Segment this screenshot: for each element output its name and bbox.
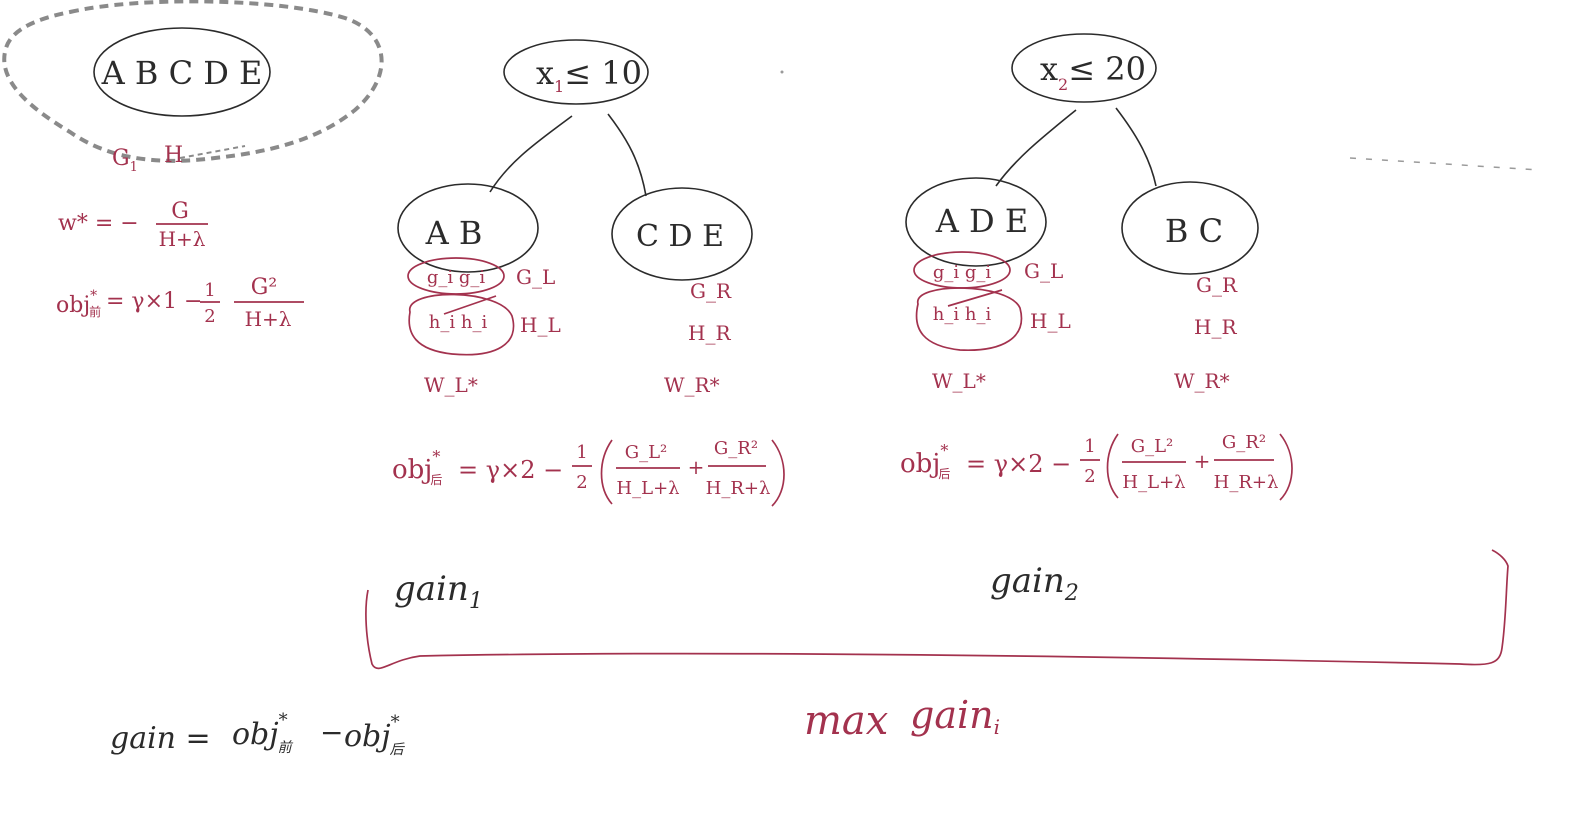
- tree2-plus: +: [1194, 449, 1211, 473]
- tree1-frac2-den: H_R+λ: [706, 478, 771, 499]
- tree2-frac2-num: G_R²: [1222, 432, 1266, 453]
- tree1-split-node-ellipse: [503, 39, 649, 105]
- tree1-h-group-outline: [408, 293, 515, 356]
- tree2-frac1-num: G_L²: [1131, 436, 1174, 457]
- tree1-frac1-num: G_L²: [625, 442, 668, 463]
- tree1-left-node-label: A B: [425, 214, 483, 252]
- obj-root-half-num: 1: [204, 280, 215, 301]
- tree2-right-node-label: B C: [1165, 212, 1223, 250]
- tree2-half-den: 2: [1084, 466, 1095, 487]
- tree2-frac2-den: H_R+λ: [1214, 472, 1279, 493]
- dashed-highlight-outline: [2, 0, 384, 163]
- tree1-GL: G_L: [516, 265, 555, 289]
- tree1-right-node-label: C D E: [636, 219, 724, 254]
- tree1-wR: W_R*: [664, 373, 720, 397]
- gain-formula-minus: −: [320, 716, 343, 749]
- tree2-obj-eq: = γ×2 −: [966, 450, 1071, 478]
- tree2-GR: G_R: [1196, 273, 1238, 297]
- tree2-left-node-label: A D E: [935, 202, 1028, 240]
- faint-dotted-arrow: [1349, 157, 1541, 171]
- tree2-h-row: h_i h_i: [933, 304, 992, 325]
- tree1-obj-eq: = γ×2 −: [458, 456, 563, 484]
- tree2-left-node-ellipse: [905, 177, 1047, 267]
- bottom-section: gain = obj*前 − obj*后 max gaini: [110, 693, 1000, 758]
- tree2-g-row: g_i g_i: [933, 262, 992, 283]
- tree2-open-paren: [1106, 433, 1119, 499]
- root-panel: A B C D E G1 H w* = − G H+λ obj*前 = γ×1 …: [2, 0, 384, 331]
- tree2-right-node-ellipse: [1121, 181, 1259, 275]
- w-star-denominator: H+λ: [159, 227, 206, 251]
- tree2-GL: G_L: [1024, 259, 1063, 283]
- tree1-cross-line: [443, 295, 497, 315]
- tree1-frac2-num: G_R²: [714, 438, 758, 459]
- root-node-label: A B C D E: [101, 54, 263, 92]
- tree1-wL: W_L*: [424, 373, 478, 397]
- dashed-pointer-line: [179, 145, 246, 159]
- tree2-HR: H_R: [1194, 315, 1237, 339]
- tree2-cross-line: [947, 289, 1003, 307]
- obj-root-denominator: H+λ: [245, 307, 292, 331]
- tree1-g-row: g_i g_i: [427, 267, 486, 288]
- tree2-split-node-ellipse: [1011, 33, 1157, 103]
- stray-dot: [780, 70, 784, 74]
- tree1-gain-label: gain1: [394, 569, 483, 614]
- tree1-obj-lhs: obj*后: [392, 447, 442, 487]
- tree1-left-edge: [489, 115, 573, 193]
- tree1-HR: H_R: [688, 321, 731, 345]
- tree1-frac1-den: H_L+λ: [616, 478, 679, 499]
- tree2-h-group-outline: [915, 287, 1023, 351]
- gain-bracket: [365, 549, 1509, 670]
- tree2-HL: H_L: [1030, 309, 1071, 333]
- tree2-right-edge: [1115, 107, 1157, 187]
- gain-formula-lhs: gain =: [110, 721, 211, 756]
- gain-formula-obj2: obj*后: [344, 712, 406, 758]
- tree1-half-den: 2: [576, 472, 587, 493]
- obj-root-eq: = γ×1 −: [106, 289, 202, 314]
- tree2-close-paren: [1279, 433, 1293, 501]
- tree2-half-num: 1: [1084, 436, 1095, 457]
- max-gain-label: gaini: [910, 693, 1000, 739]
- tree1-plus: +: [688, 455, 705, 479]
- tree1-HL: H_L: [520, 313, 561, 337]
- tree-1: x1≤ 10 A B C D E g_i g_i h_i h_i G_L H_L…: [392, 39, 785, 614]
- tree1-half-num: 1: [576, 442, 587, 463]
- tree-2: x2≤ 20 A D E B C g_i g_i h_i h_i G_L H_L…: [900, 33, 1293, 606]
- tree2-wL: W_L*: [932, 369, 986, 393]
- tree1-split-label: x1≤ 10: [536, 54, 642, 96]
- tree2-wR: W_R*: [1174, 369, 1230, 393]
- w-star-numerator: G: [171, 199, 189, 224]
- obj-root-numerator: G²: [251, 275, 277, 300]
- tree2-gain-label: gain2: [990, 561, 1079, 606]
- gain-formula-obj1: obj*前: [232, 710, 294, 756]
- tree1-right-node-ellipse: [611, 187, 753, 281]
- tree1-right-edge: [607, 113, 647, 197]
- tree1-left-node-ellipse: [397, 183, 539, 273]
- root-h-label: H: [164, 143, 183, 168]
- tree1-close-paren: [771, 439, 785, 507]
- max-label: max: [804, 698, 888, 744]
- tree2-frac1-den: H_L+λ: [1122, 472, 1185, 493]
- tree1-open-paren: [600, 439, 613, 505]
- tree2-split-label: x2≤ 20: [1040, 50, 1146, 94]
- tree2-obj-lhs: obj*后: [900, 441, 950, 481]
- tree2-left-edge: [995, 109, 1077, 187]
- obj-root-half-den: 2: [204, 306, 215, 327]
- root-node-ellipse: [93, 27, 271, 117]
- tree1-GR: G_R: [690, 279, 732, 303]
- w-star-lhs: w* = −: [58, 211, 139, 236]
- tree1-h-row: h_i h_i: [429, 312, 488, 333]
- root-g-label: G1: [112, 146, 138, 175]
- obj-root-lhs: obj*前: [56, 288, 101, 319]
